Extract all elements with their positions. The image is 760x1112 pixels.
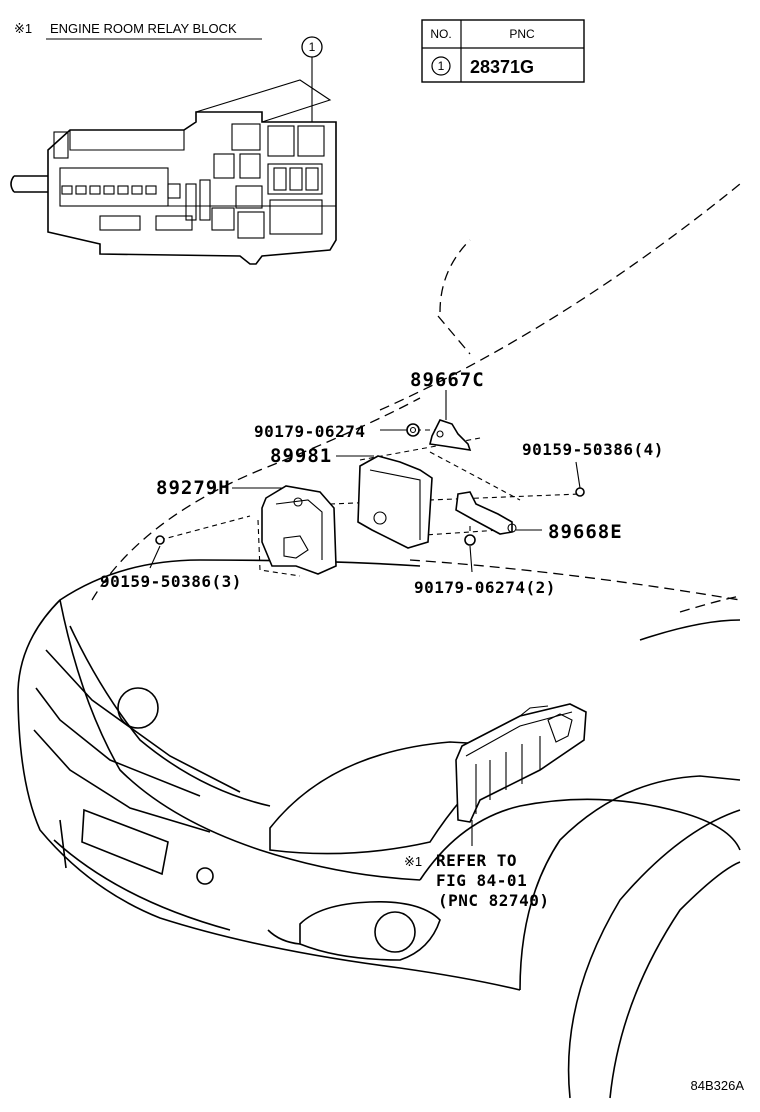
refer-mark: ※1 xyxy=(404,854,422,869)
nut-lower-icon xyxy=(464,534,476,546)
label-bolt-left: 90159-50386(3) xyxy=(100,572,242,591)
relay-block-illustration: 1 xyxy=(10,36,337,265)
label-bracket-upper: 89667C xyxy=(410,369,485,391)
table-row-circle xyxy=(431,56,451,76)
bolt-left-icon xyxy=(155,535,165,545)
vehicle-outline xyxy=(17,183,741,1099)
ecu-89981 xyxy=(357,455,433,549)
refer-line-3: (PNC 82740) xyxy=(438,891,549,910)
bracket-89668e xyxy=(455,491,513,535)
cover-89279h xyxy=(261,485,337,575)
fog-lamp xyxy=(299,901,441,961)
bracket-89667c xyxy=(429,419,472,451)
refer-line-1: REFER TO xyxy=(436,851,517,870)
label-cover: 89279H xyxy=(156,477,231,499)
table-header-pnc: PNC xyxy=(509,27,535,41)
table-row-pnc: 28371G xyxy=(470,57,534,77)
refer-line-2: FIG 84-01 xyxy=(436,871,527,890)
label-nut-lower: 90179-06274(2) xyxy=(414,578,556,597)
exploded-parts xyxy=(155,419,585,577)
table-header-no: NO. xyxy=(430,27,451,41)
license-plate xyxy=(81,808,169,876)
label-bolt-right: 90159-50386(4) xyxy=(522,440,664,459)
callout-number: 1 xyxy=(309,40,316,54)
header-note-mark: ※1 xyxy=(14,21,32,36)
emblem-icon xyxy=(117,687,159,729)
leader-lines xyxy=(149,390,581,573)
bolt-right-icon xyxy=(575,487,585,497)
relay-block-title: ENGINE ROOM RELAY BLOCK xyxy=(50,21,237,36)
nut-upper-icon xyxy=(406,423,420,437)
refer-note: ※1 REFER TO FIG 84-01 (PNC 82740) xyxy=(404,851,549,910)
engine-relay-block-in-vehicle xyxy=(455,703,587,846)
label-nut-upper: 90179-06274 xyxy=(254,422,365,441)
figure-id: 84B326A xyxy=(691,1078,745,1093)
pnc-table: NO. PNC 1 28371G xyxy=(421,19,585,83)
label-ecu: 89981 xyxy=(270,445,332,467)
table-row-no: 1 xyxy=(438,59,445,73)
label-bracket-lower: 89668E xyxy=(548,521,623,543)
